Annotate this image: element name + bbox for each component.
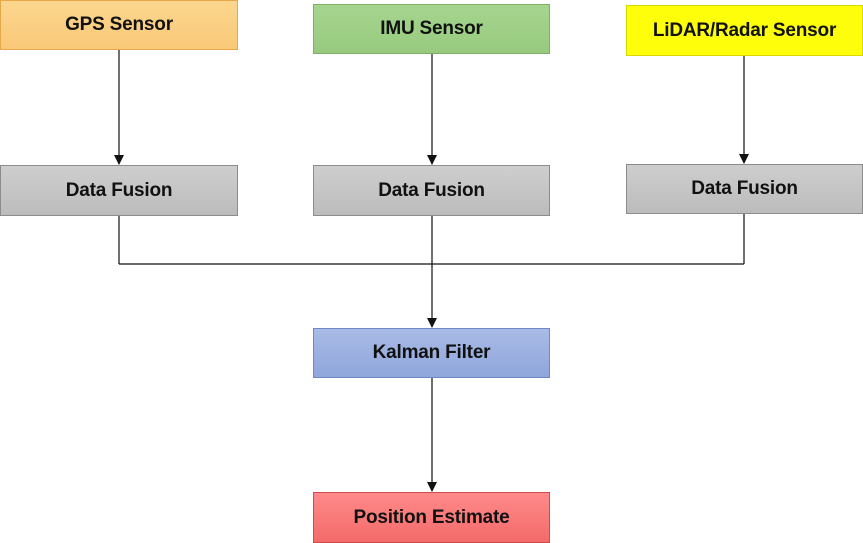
lidar-radar-sensor-node: LiDAR/Radar Sensor xyxy=(626,5,863,56)
lidar-radar-sensor-label: LiDAR/Radar Sensor xyxy=(652,19,837,41)
data-fusion-label: Data Fusion xyxy=(691,178,798,199)
imu-sensor-node: IMU Sensor xyxy=(313,4,550,54)
kalman-filter-label: Kalman Filter xyxy=(372,342,491,363)
data-fusion-node-gps: Data Fusion xyxy=(0,165,238,216)
data-fusion-node-lidar: Data Fusion xyxy=(626,164,863,214)
kalman-filter-node: Kalman Filter xyxy=(313,328,550,378)
data-fusion-label: Data Fusion xyxy=(378,179,485,201)
position-estimate-node: Position Estimate xyxy=(313,492,550,543)
data-fusion-label: Data Fusion xyxy=(65,179,173,201)
position-estimate-label: Position Estimate xyxy=(353,506,510,528)
data-fusion-node-imu: Data Fusion xyxy=(313,165,550,216)
gps-sensor-node: GPS Sensor xyxy=(0,0,238,50)
imu-sensor-label: IMU Sensor xyxy=(380,18,483,39)
gps-sensor-label: GPS Sensor xyxy=(65,14,173,35)
